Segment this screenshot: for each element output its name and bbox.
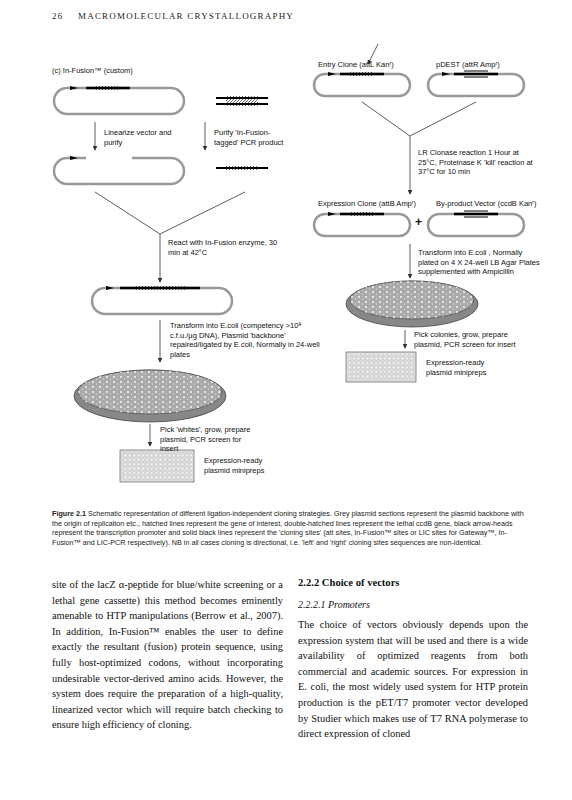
subsection-heading: 2.2.2.1 Promoters [298, 600, 528, 609]
step-annotation: React with In-Fusion enzyme, 30 min at 4… [168, 238, 278, 257]
body-text: site of the lacZ α-peptide for blue/whit… [52, 577, 283, 733]
step-annotation: By-product Vector (ccdB Kanʳ) [436, 199, 551, 209]
step-annotation: Linearize vector and purify [104, 128, 184, 147]
section-heading: 2.2.2 Choice of vectors [298, 578, 528, 587]
panel-label: (c) In-Fusion™ (custom) [52, 66, 252, 76]
step-annotation: Pick 'whites', grow, prepare plasmid, PC… [160, 425, 260, 454]
step-annotation: Transform into E.coli (competency >10⁸ c… [170, 321, 320, 359]
step-annotation: Entry Clone (attL Kanʳ) [318, 60, 428, 70]
plus-sign: + [415, 218, 429, 227]
step-annotation: Expression-ready plasmid minipreps [426, 358, 496, 377]
running-head: MACROMOLECULAR CRYSTALLOGRAPHY [78, 12, 378, 21]
step-annotation: Purify 'In-Fusion-tagged' PCR product [214, 128, 294, 147]
figure-caption: Schematic representation of different li… [52, 509, 524, 547]
step-annotation: LR Clonase reaction 1 Hour at 25°C, Prot… [418, 148, 538, 177]
step-annotation: pDEST (attR Ampʳ) [436, 60, 546, 70]
step-annotation: Expression-ready plasmid minipreps [204, 456, 274, 475]
figure-number: Figure 2.1 [52, 509, 86, 518]
step-annotation: Expression Clone (attB Ampʳ) [318, 199, 428, 209]
page-number: 26 [52, 12, 82, 21]
step-annotation: Transform into E.coli , Normally plated … [418, 248, 543, 277]
body-text: The choice of vectors obviously depends … [298, 617, 528, 742]
figure-caption-block: Figure 2.1 Schematic representation of d… [52, 509, 528, 547]
step-annotation: Pick colonies, grow, prepare plasmid, PC… [414, 330, 524, 349]
